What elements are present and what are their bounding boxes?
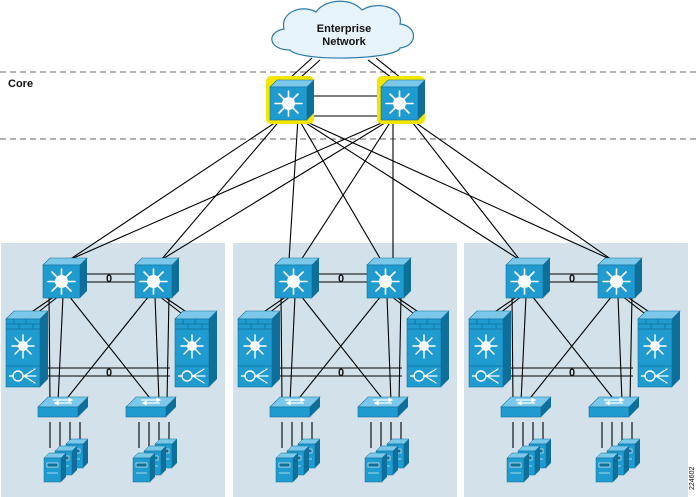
access-switch-workgroup-switch-icon [500,396,552,418]
cloud-core-link [299,59,321,79]
service-switch-firewall-service-module-icon [5,310,49,388]
distribution-switch-layer3-switch-icon [597,257,643,299]
core-distribution-link [297,117,521,261]
access-switch-workgroup-switch-icon [37,396,89,418]
cloud-core-link [375,57,402,79]
distribution-switch-layer3-switch-icon [366,257,412,299]
etherchannel-marker: 0 [106,273,112,285]
distribution-switch-layer3-switch-icon [134,257,180,299]
core-layer-label: Core [8,78,33,90]
server-server-stack-icon [595,452,619,483]
service-switch-firewall-service-module-icon [468,310,512,388]
access-switch-workgroup-switch-icon [588,396,640,418]
cloud-label-line1: Enterprise [317,23,371,35]
etherchannel-marker: 0 [338,273,344,285]
access-switch-workgroup-switch-icon [357,396,409,418]
server-server-stack-icon [364,452,388,483]
core-distribution-link [300,117,394,261]
distribution-access-link [511,295,514,403]
etherchannel-marker: 0 [338,367,344,379]
distribution-access-link [617,295,623,403]
figure-id: 224602 [689,467,696,490]
distribution-access-link [531,295,617,403]
distribution-access-link [520,295,527,403]
core-distribution-link [297,117,613,261]
server-server-stack-icon [506,452,530,483]
core-distribution-link [68,117,283,261]
etherchannel-marker: 0 [106,367,112,379]
core-distribution-link [160,117,283,261]
distribution-switch-layer3-switch-icon [505,257,551,299]
distribution-access-link [48,295,51,403]
distribution-access-link [398,295,402,403]
distribution-access-link [154,295,160,403]
access-switch-workgroup-switch-icon [125,396,177,418]
core-distribution-link [160,117,394,261]
distribution-access-link [280,295,283,403]
service-switch-firewall-service-module-icon [406,310,450,388]
server-server-stack-icon [275,452,299,483]
distribution-access-link [166,295,170,403]
etherchannel-marker: 0 [569,367,575,379]
distribution-access-link [526,295,613,403]
distribution-access-link [386,295,392,403]
cloud-core-link [367,59,393,79]
core-distribution-link [288,117,299,261]
core-switch-2-layer3-switch-icon [380,79,426,121]
distribution-switch-layer3-switch-icon [42,257,88,299]
service-switch-firewall-service-module-icon [637,310,681,388]
distribution-switch-layer3-switch-icon [274,257,320,299]
distribution-access-link [300,295,386,403]
distribution-access-link [295,295,382,403]
server-server-stack-icon [132,452,156,483]
distribution-access-link [63,295,150,403]
distribution-access-link [68,295,154,403]
distribution-access-link [57,295,64,403]
enterprise-network-cloud: Enterprise Network [271,0,415,59]
access-switch-workgroup-switch-icon [269,396,321,418]
core-distribution-link [408,117,613,261]
service-switch-firewall-service-module-icon [237,310,281,388]
cloud-label-line2: Network [322,36,366,48]
distribution-access-link [289,295,296,403]
server-server-stack-icon [43,452,67,483]
core-switch-1-layer3-switch-icon [269,79,315,121]
distribution-access-link [629,295,633,403]
core-distribution-link [297,117,382,261]
service-switch-firewall-service-module-icon [174,310,218,388]
cloud-core-link [289,57,313,79]
core-distribution-link [408,117,521,261]
etherchannel-marker: 0 [569,273,575,285]
core-distribution-link [68,117,394,261]
